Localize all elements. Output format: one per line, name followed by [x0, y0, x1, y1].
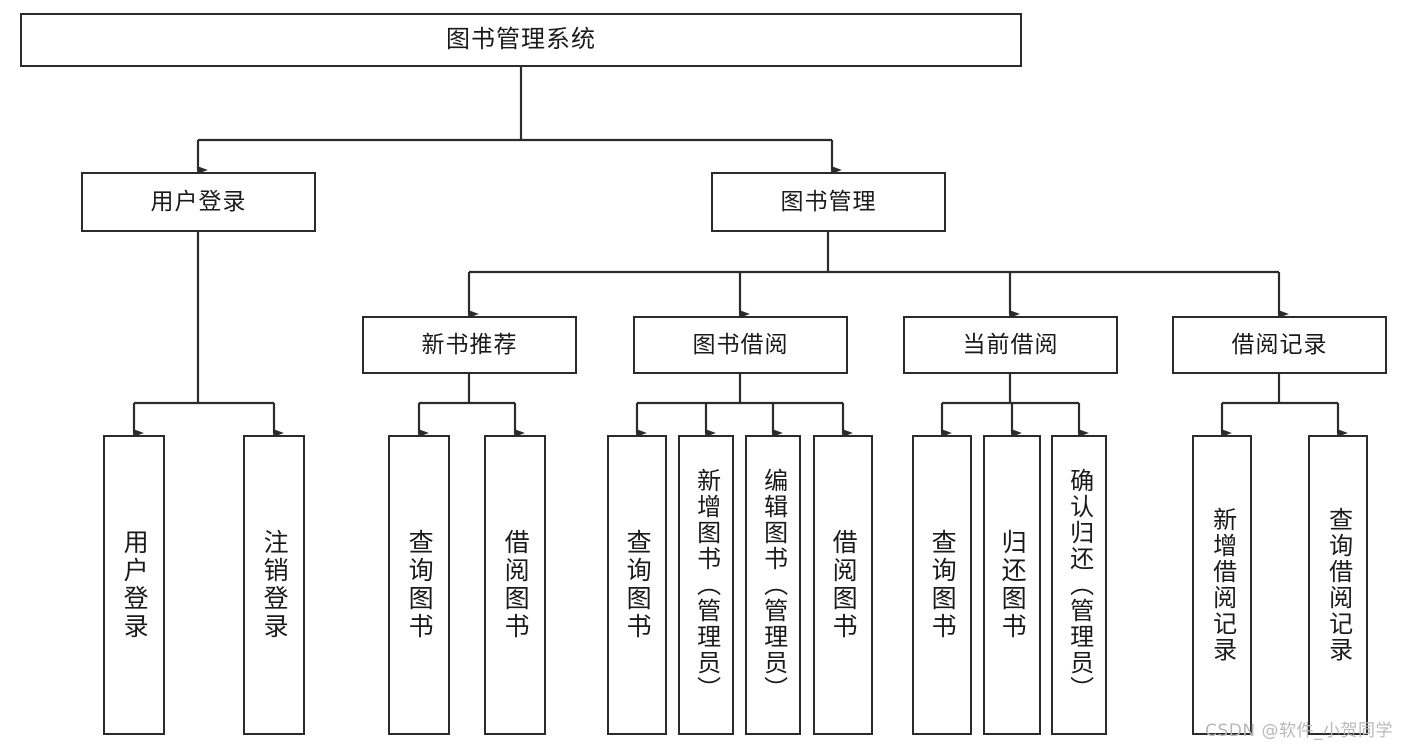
node-leaf-borrow-book-1-label: 借阅图书: [501, 529, 531, 641]
node-leaf-query-record[interactable]: 查询借阅记录: [1308, 435, 1368, 735]
node-leaf-borrow-book-1[interactable]: 借阅图书: [484, 435, 546, 735]
node-book-manage[interactable]: 图书管理: [711, 172, 946, 232]
node-leaf-confirm-return[interactable]: 确认归还（管理员）: [1051, 435, 1107, 735]
node-leaf-query-book-1[interactable]: 查询图书: [388, 435, 450, 735]
node-leaf-return-book-label: 归还图书: [998, 529, 1028, 641]
node-leaf-query-record-label: 查询借阅记录: [1324, 507, 1353, 663]
node-leaf-user-login-label: 用户登录: [120, 529, 150, 641]
node-leaf-return-book[interactable]: 归还图书: [983, 435, 1041, 735]
node-leaf-logout[interactable]: 注销登录: [243, 435, 305, 735]
node-leaf-borrow-book-2-label: 借阅图书: [829, 529, 859, 641]
node-book-manage-label: 图书管理: [780, 188, 877, 215]
node-leaf-edit-book-label: 编辑图书（管理员）: [759, 468, 788, 702]
node-leaf-user-login[interactable]: 用户登录: [103, 435, 165, 735]
node-user-login[interactable]: 用户登录: [81, 172, 316, 232]
node-root-label: 图书管理系统: [446, 25, 596, 54]
node-leaf-query-book-2-label: 查询图书: [623, 529, 653, 641]
node-leaf-add-book[interactable]: 新增图书（管理员）: [678, 435, 734, 735]
node-leaf-query-book-3-label: 查询图书: [928, 529, 958, 641]
node-leaf-borrow-book-2[interactable]: 借阅图书: [813, 435, 873, 735]
node-leaf-query-book-1-label: 查询图书: [405, 529, 435, 641]
node-current-borrow[interactable]: 当前借阅: [903, 316, 1118, 374]
node-new-book-recommend-label: 新书推荐: [421, 331, 518, 358]
node-leaf-add-book-label: 新增图书（管理员）: [692, 468, 721, 702]
watermark: CSDN @软件_小贺同学: [1205, 721, 1393, 741]
node-leaf-add-record-label: 新增借阅记录: [1208, 507, 1237, 663]
node-new-book-recommend[interactable]: 新书推荐: [362, 316, 577, 374]
node-leaf-query-book-2[interactable]: 查询图书: [607, 435, 667, 735]
node-borrow-record[interactable]: 借阅记录: [1172, 316, 1387, 374]
node-leaf-edit-book[interactable]: 编辑图书（管理员）: [745, 435, 801, 735]
node-root[interactable]: 图书管理系统: [20, 13, 1022, 67]
node-borrow-record-label: 借阅记录: [1231, 331, 1328, 358]
node-leaf-confirm-return-label: 确认归还（管理员）: [1065, 468, 1094, 702]
node-book-borrow-label: 图书借阅: [692, 331, 789, 358]
node-leaf-add-record[interactable]: 新增借阅记录: [1192, 435, 1252, 735]
node-leaf-logout-label: 注销登录: [260, 529, 290, 641]
node-user-login-label: 用户登录: [150, 188, 247, 215]
node-leaf-query-book-3[interactable]: 查询图书: [912, 435, 972, 735]
node-book-borrow[interactable]: 图书借阅: [633, 316, 848, 374]
node-current-borrow-label: 当前借阅: [962, 331, 1059, 358]
